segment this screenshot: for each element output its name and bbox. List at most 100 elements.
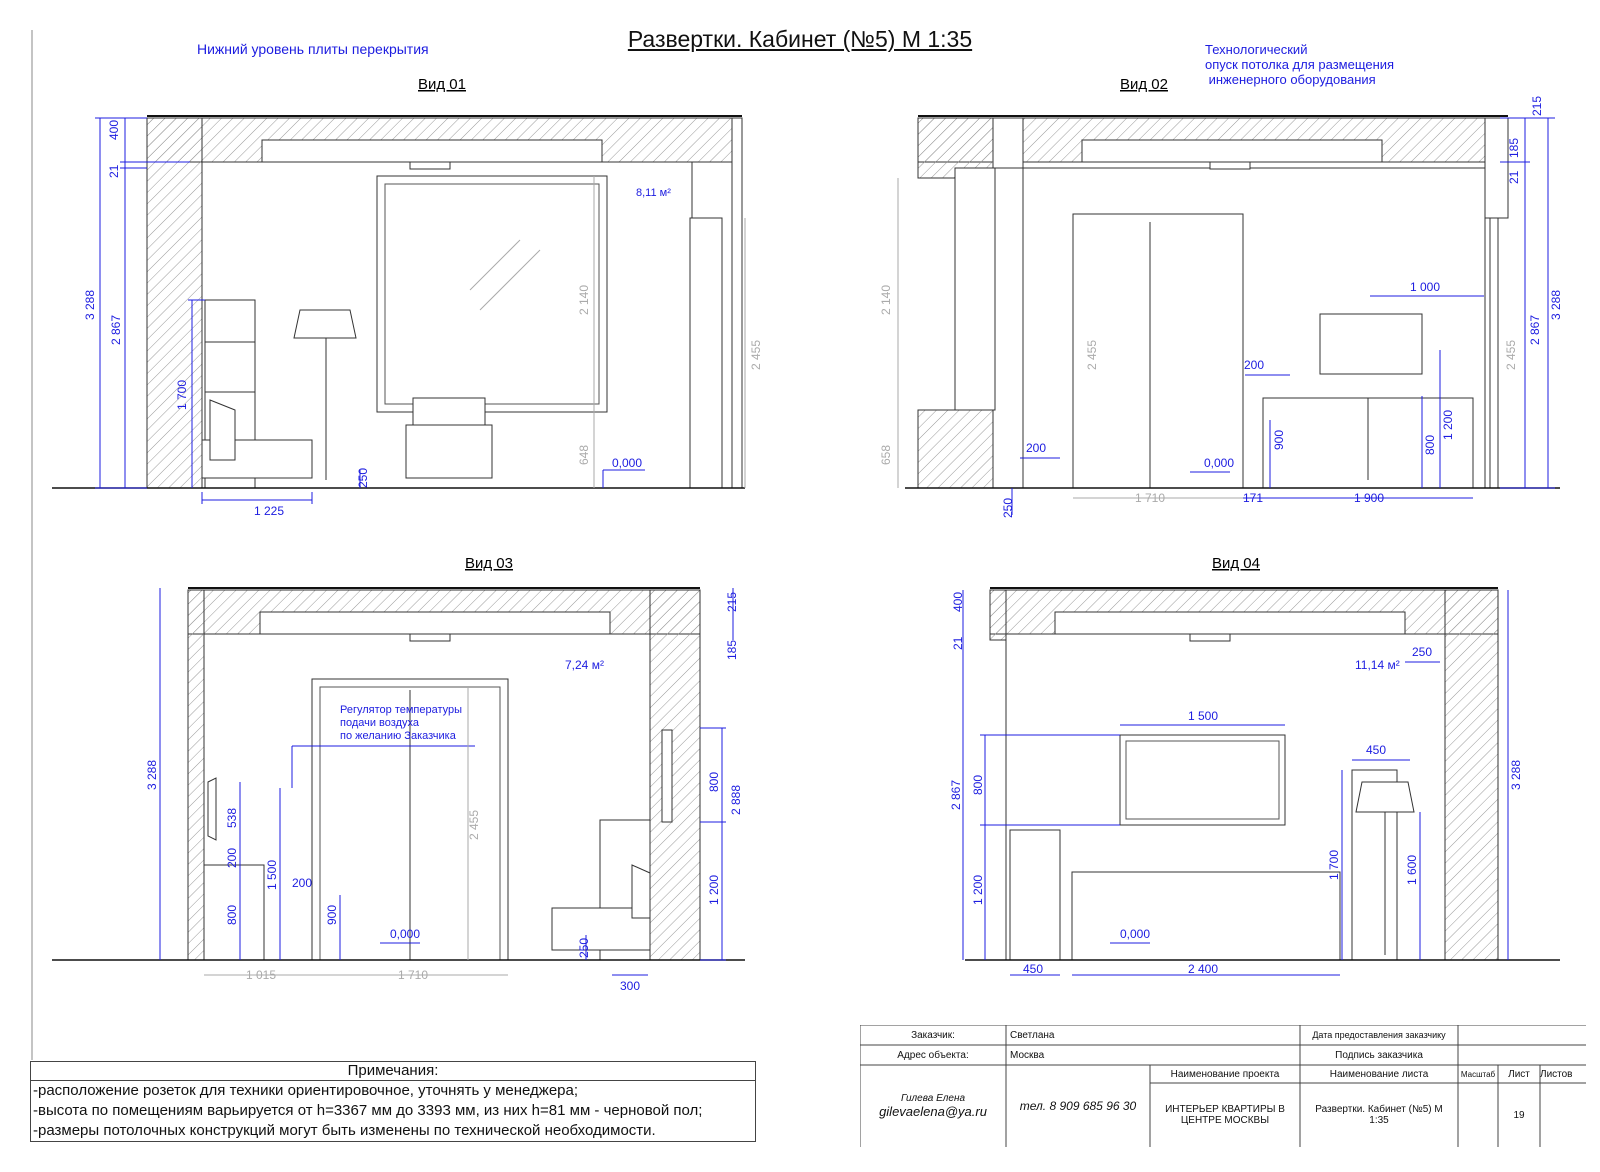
v4-level: 0,000 [1120, 927, 1150, 941]
v1-dim-2867: 2 867 [109, 315, 123, 345]
slab-level-note: Нижний уровень плиты перекрытия [197, 41, 429, 57]
v4-dim-2400: 2 400 [1188, 962, 1218, 976]
v2-dim-900: 900 [1272, 430, 1286, 450]
v2-dim-200-a: 200 [1244, 358, 1264, 372]
v3-dim-2888: 2 888 [729, 785, 743, 815]
page-title: Развертки. Кабинет (№5) М 1:35 [627, 26, 973, 52]
v3-dim-1015: 1 015 [246, 968, 276, 982]
v2-dim-3288: 3 288 [1549, 290, 1563, 320]
customer-label: Заказчик: [911, 1029, 955, 1041]
v1-area: 8,11 м² [636, 187, 671, 199]
v2-dim-2455-right: 2 455 [1504, 340, 1518, 370]
ceiling-drop-note-line-2: опуск потолка для размещения [1205, 57, 1395, 72]
v2-dim-215: 215 [1530, 96, 1544, 116]
v2-dim-1710: 1 710 [1135, 491, 1165, 505]
v2-dim-21: 21 [1507, 170, 1521, 184]
v4-dim-1500: 1 500 [1188, 709, 1218, 723]
sheet-label: Наименование листа [1329, 1068, 1429, 1080]
author-name: Гилева Елена [900, 1093, 966, 1104]
v2-dim-800: 800 [1423, 435, 1437, 455]
v2-dim-1200: 1 200 [1441, 410, 1455, 440]
v4-dim-400: 400 [951, 592, 965, 612]
v2-title: Вид 02 [1120, 76, 1168, 93]
v3-dim-185: 185 [725, 640, 739, 660]
v3-regulator-2: подачи воздуха [340, 717, 420, 729]
v3-dim-1710: 1 710 [398, 968, 428, 982]
v1-title: Вид 01 [418, 76, 466, 93]
v2-dim-658: 658 [879, 445, 893, 465]
project-label: Наименование проекта [1170, 1068, 1280, 1080]
v1-dim-3288: 3 288 [83, 290, 97, 320]
title-block: Заказчик: Светлана Адрес объекта: Москва… [860, 1025, 1586, 1147]
v3-dim-200-vert: 200 [225, 848, 239, 868]
v4-title: Вид 04 [1212, 555, 1260, 572]
v3-dim-300: 300 [620, 979, 640, 993]
v4-dim-450-top: 450 [1366, 743, 1386, 757]
project-value: ИНТЕРЬЕР КВАРТИРЫ В ЦЕНТРЕ МОСКВЫ [1165, 1104, 1285, 1126]
v4-dim-1600: 1 600 [1405, 855, 1419, 885]
v4-dim-21: 21 [951, 636, 965, 650]
v1-dim-1225: 1 225 [254, 504, 284, 518]
v4-dim-450: 450 [1023, 962, 1043, 976]
list-label: Лист [1508, 1068, 1530, 1080]
sign-label: Подпись заказчика [1335, 1049, 1423, 1061]
view-02: 215 185 21 2 140 2 455 658 3 288 2 867 2… [879, 76, 1563, 518]
v1-dim-2140: 2 140 [577, 285, 591, 315]
customer-value: Светлана [1010, 1029, 1055, 1041]
v2-dim-250: 250 [1001, 498, 1015, 518]
v2-dim-185: 185 [1507, 138, 1521, 158]
v3-regulator-3: по желанию Заказчика [340, 730, 457, 742]
address-value: Москва [1010, 1049, 1045, 1061]
v1-dim-21: 21 [107, 164, 121, 178]
sheet-value: Развертки. Кабинет (№5) М 1:35 [1315, 1104, 1443, 1126]
view-01: 400 21 3 288 2 867 1 700 250 1 225 2 140… [52, 76, 763, 518]
v4-dim-3288: 3 288 [1509, 760, 1523, 790]
v4-dim-1700: 1 700 [1327, 850, 1341, 880]
v4-dim-800: 800 [971, 775, 985, 795]
address-label: Адрес объекта: [897, 1049, 969, 1061]
remark-line-3: -размеры потолочных конструкций могут бы… [33, 1122, 656, 1139]
v1-dim-2455: 2 455 [749, 340, 763, 370]
author-block: Гилева Елена gilevaelena@ya.ru [860, 1065, 1006, 1147]
v3-regulator-1: Регулятор температуры [340, 704, 462, 716]
v4-area: 11,14 м² [1355, 658, 1400, 672]
v3-area: 7,24 м² [565, 658, 604, 672]
ceiling-drop-note-line-3: инженерного оборудования [1205, 72, 1376, 87]
v2-level: 0,000 [1204, 456, 1234, 470]
view-04: 400 21 250 1 500 450 2 867 800 1 200 1 7… [949, 555, 1560, 976]
v3-dim-200: 200 [292, 876, 312, 890]
sheet-number: 19 [1513, 1109, 1525, 1121]
ceiling-drop-note-line-1: Технологический [1205, 42, 1308, 57]
v4-dim-1200: 1 200 [971, 875, 985, 905]
v3-dim-1200: 1 200 [707, 875, 721, 905]
v1-dim-250: 250 [356, 468, 370, 488]
v3-dim-800-cab: 800 [225, 905, 239, 925]
author-email: gilevaelena@ya.ru [879, 1104, 987, 1119]
v3-dim-215: 215 [725, 592, 739, 612]
v2-dim-2867: 2 867 [1528, 315, 1542, 345]
phone: тел. 8 909 685 96 30 [1019, 1099, 1137, 1113]
v2-dim-2140: 2 140 [879, 285, 893, 315]
v2-dim-1000: 1 000 [1410, 280, 1440, 294]
v3-dim-3288: 3 288 [145, 760, 159, 790]
v1-dim-400: 400 [107, 120, 121, 140]
remarks-header: Примечания: [31, 1062, 755, 1081]
v2-dim-2455-left: 2 455 [1085, 340, 1099, 370]
v3-dim-250: 250 [577, 938, 591, 958]
ceiling-drop-note: Технологический опуск потолка для размещ… [1205, 42, 1394, 87]
title-block-grid [860, 1025, 1586, 1147]
v1-level: 0,000 [612, 456, 642, 470]
v3-dim-800: 800 [707, 772, 721, 792]
v1-dim-648: 648 [577, 445, 591, 465]
date-label: Дата предоставления заказчику [1312, 1030, 1446, 1040]
remark-line-2: -высота по помещениям варьируется от h=3… [33, 1102, 703, 1119]
v3-dim-2455: 2 455 [467, 810, 481, 840]
v2-dim-1900: 1 900 [1354, 491, 1384, 505]
v2-dim-171: 171 [1243, 491, 1263, 505]
remark-line-1: -расположение розеток для техники ориент… [33, 1082, 579, 1099]
v3-level: 0,000 [390, 927, 420, 941]
v3-dim-1500: 1 500 [265, 860, 279, 890]
scale-label: Масштаб [1460, 1069, 1496, 1079]
v1-dim-1700: 1 700 [175, 380, 189, 410]
